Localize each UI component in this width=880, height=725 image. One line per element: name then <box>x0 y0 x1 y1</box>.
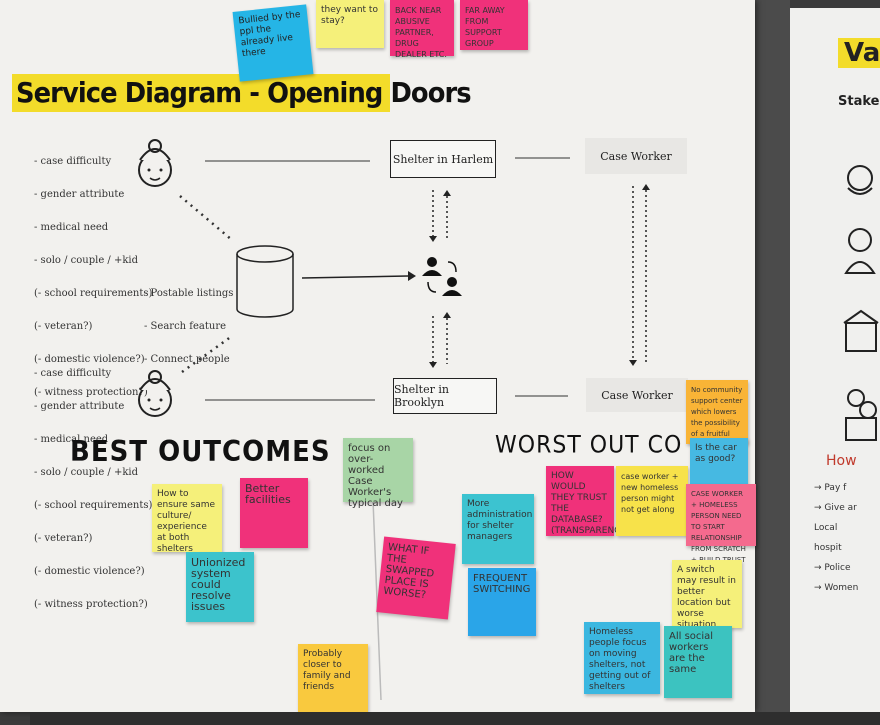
sticky-note: FAR AWAY FROM SUPPORT GROUP <box>460 0 528 50</box>
main-paper-sheet: Service Diagram - Opening Doors - case d… <box>0 0 755 712</box>
best-outcomes-heading: BEST OUTCOMES <box>70 436 331 469</box>
sticky-note: Better facilities <box>240 478 308 548</box>
floor-shadow <box>30 712 880 725</box>
sticky-note: No community support center which lowers… <box>686 380 748 444</box>
sticky-note: Unionized system could resolve issues <box>186 552 254 622</box>
node-shelter-brooklyn: Shelter in Brooklyn <box>393 378 497 414</box>
bullet: → Police <box>814 558 858 578</box>
sticky-note: they want to stay? <box>316 0 384 48</box>
woman-persona-icon-top <box>139 140 171 186</box>
bullet: Local <box>814 518 858 538</box>
group-icon <box>848 390 864 406</box>
building-icon <box>846 323 876 351</box>
right-sheet-title: Va <box>838 38 880 68</box>
sticky-note: A switch may result in better location b… <box>672 560 742 628</box>
sticky-note: How to ensure same culture/ experience a… <box>152 484 222 552</box>
bullet: → Pay f <box>814 478 858 498</box>
node-case-worker-top: Case Worker <box>585 138 687 174</box>
sticky-note: Bullied by the ppl the already live ther… <box>233 4 314 81</box>
woman-persona-icon-bottom <box>139 371 171 416</box>
sticky-note: Homeless people focus on moving shelters… <box>584 622 660 694</box>
sticky-note: HOW WOULD THEY TRUST THE DATABASE? (TRAN… <box>546 466 614 536</box>
sticky-note: All social workers are the same <box>664 626 732 698</box>
right-paper-sheet: Va Stake How → Pay f → Give ar Local hos… <box>790 8 880 718</box>
right-sheet-howto: How <box>826 453 857 469</box>
sticky-note: BACK NEAR ABUSIVE PARTNER, DRUG DEALER E… <box>390 0 454 56</box>
wall-gap <box>755 0 790 725</box>
user-icon <box>849 229 871 251</box>
node-shelter-harlem: Shelter in Harlem <box>390 140 496 178</box>
sticky-note: WHAT IF THE SWAPPED PLACE IS WORSE? <box>376 536 456 619</box>
bullet: → Give ar <box>814 498 858 518</box>
database-icon <box>237 246 293 317</box>
sticky-note: FREQUENT SWITCHING <box>468 568 536 636</box>
sticky-note: CASE WORKER + HOMELESS PERSON NEED TO ST… <box>686 484 756 546</box>
worst-outcomes-heading: WORST OUT CO <box>495 432 682 460</box>
right-sheet-subtitle: Stake <box>838 94 879 109</box>
sticky-note: focus on over-worked Case Worker's typic… <box>343 438 413 502</box>
person-icon <box>848 166 872 190</box>
sticky-note: More administration for shelter managers <box>462 494 534 564</box>
stakeholder-icons <box>842 148 880 448</box>
bullet: hospit <box>814 538 858 558</box>
sticky-note: Probably closer to family and friends <box>298 644 368 712</box>
right-sheet-bullets: → Pay f → Give ar Local hospit → Police … <box>814 478 858 598</box>
sticky-note: Is the car as good? <box>690 438 748 486</box>
bullet: → Women <box>814 578 858 598</box>
sticky-note: case worker + new homeless person might … <box>616 466 688 536</box>
swap-users-icon <box>422 257 462 296</box>
node-case-worker-bottom: Case Worker <box>586 378 688 412</box>
